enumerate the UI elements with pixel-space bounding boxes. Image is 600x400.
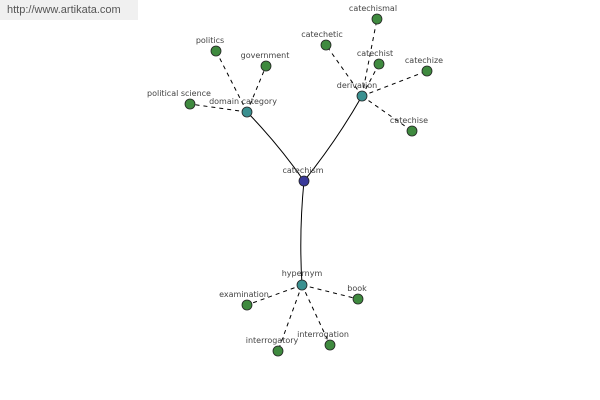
node-political-science[interactable] (184, 98, 196, 110)
edge-domain-category-to-politics (215, 50, 248, 113)
edge-catechism-to-hypernym (300, 180, 305, 286)
node-catechize[interactable] (421, 65, 433, 77)
node-label-catechismal[interactable]: catechismal (349, 4, 397, 13)
node-label-politics[interactable]: politics (196, 36, 224, 45)
labels-layer: catechism domain category derivation hypern… (147, 4, 443, 345)
node-label-political-science[interactable]: political science (147, 89, 211, 98)
node-label-catechist[interactable]: catechist (357, 49, 393, 58)
edge-hypernym-to-book (301, 284, 359, 300)
node-label-catechism[interactable]: catechism (282, 166, 323, 175)
node-label-catechetic[interactable]: catechetic (301, 30, 343, 39)
edge-derivation-to-catechist (361, 63, 380, 97)
node-catechismal[interactable] (371, 13, 383, 25)
node-catechise[interactable] (406, 125, 418, 137)
edge-derivation-to-catechise (361, 95, 413, 132)
node-book[interactable] (352, 293, 364, 305)
site-url-banner[interactable]: http://www.artikata.com (0, 0, 138, 20)
edge-derivation-to-catechize (361, 70, 428, 97)
node-label-domain-category[interactable]: domain category (209, 97, 277, 106)
node-label-government[interactable]: government (241, 51, 290, 60)
edge-derivation-to-catechetic (325, 44, 363, 97)
node-label-catechize[interactable]: catechize (405, 56, 443, 65)
node-catechist[interactable] (373, 58, 385, 70)
node-examination[interactable] (241, 299, 253, 311)
edge-catechism-to-derivation (303, 95, 363, 182)
node-government[interactable] (260, 60, 272, 72)
edge-catechism-to-domain-category (246, 111, 305, 182)
node-label-catechise[interactable]: catechise (390, 116, 428, 125)
edge-hypernym-to-interrogation (301, 284, 331, 346)
edge-hypernym-to-examination (246, 284, 303, 306)
node-interrogatory[interactable] (272, 345, 284, 357)
node-derivation[interactable] (356, 90, 368, 102)
node-catechetic[interactable] (320, 39, 332, 51)
node-label-book[interactable]: book (347, 284, 367, 293)
node-label-examination[interactable]: examination (219, 290, 269, 299)
edge-hypernym-to-interrogatory (277, 284, 303, 352)
edges-layer (189, 18, 428, 352)
node-label-derivation[interactable]: derivation (337, 81, 377, 90)
node-label-interrogation[interactable]: interrogation (297, 330, 349, 339)
edge-derivation-to-catechismal (361, 18, 378, 97)
node-domain-category[interactable] (241, 106, 253, 118)
nodes-layer (184, 13, 433, 357)
node-label-interrogatory[interactable]: interrogatory (246, 336, 299, 345)
node-politics[interactable] (210, 45, 222, 57)
node-interrogation[interactable] (324, 339, 336, 351)
edge-domain-category-to-political-science (189, 103, 248, 113)
node-catechism[interactable] (298, 175, 310, 187)
node-hypernym[interactable] (296, 279, 308, 291)
node-label-hypernym[interactable]: hypernym (282, 269, 323, 278)
edge-domain-category-to-government (246, 65, 267, 113)
